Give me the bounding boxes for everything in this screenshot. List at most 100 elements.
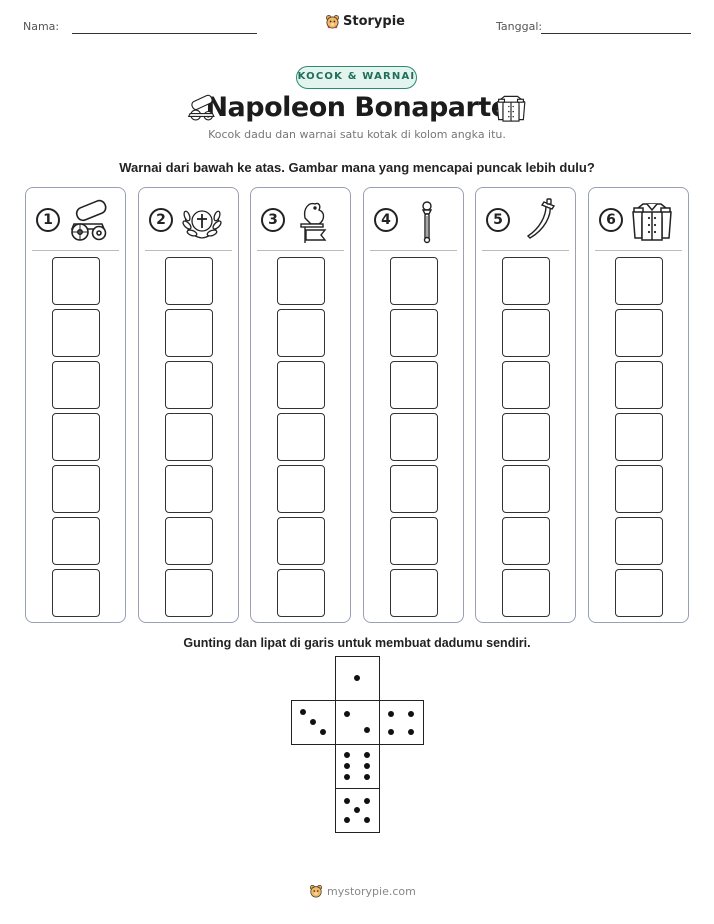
column-number: 1	[36, 208, 60, 232]
column-header: 2	[139, 188, 238, 250]
column-divider	[145, 250, 232, 251]
color-box[interactable]	[52, 309, 100, 357]
color-box[interactable]	[277, 517, 325, 565]
color-box[interactable]	[277, 569, 325, 617]
saber-icon	[526, 198, 556, 239]
title-row: Napoleon Bonaparte	[0, 92, 714, 123]
column-5: 5	[475, 187, 576, 623]
column-number: 2	[149, 208, 173, 232]
die-pip	[344, 798, 350, 804]
column-divider	[370, 250, 457, 251]
color-box[interactable]	[502, 569, 550, 617]
color-box[interactable]	[390, 465, 438, 513]
color-box[interactable]	[52, 465, 100, 513]
name-field[interactable]	[72, 33, 257, 34]
date-label: Tanggal:	[496, 20, 543, 33]
military-jacket-icon	[632, 203, 672, 241]
activity-badge: KOCOK & WARNAI	[296, 66, 417, 89]
color-box[interactable]	[615, 413, 663, 461]
footer-url[interactable]: mystorypie.com	[327, 884, 416, 898]
die-pip	[354, 675, 360, 681]
color-box[interactable]	[52, 517, 100, 565]
color-box[interactable]	[165, 465, 213, 513]
column-3: 3	[250, 187, 351, 623]
worksheet-header: Nama: Storypie Tanggal:	[0, 14, 714, 40]
column-4: 4	[363, 187, 464, 623]
military-jacket-icon	[496, 95, 526, 122]
color-box[interactable]	[502, 361, 550, 409]
color-box[interactable]	[390, 257, 438, 305]
color-box[interactable]	[390, 413, 438, 461]
color-box[interactable]	[165, 257, 213, 305]
color-box[interactable]	[502, 309, 550, 357]
color-box[interactable]	[390, 569, 438, 617]
die-pip	[364, 774, 370, 780]
column-number: 6	[599, 208, 623, 232]
date-field[interactable]	[541, 33, 691, 34]
color-box[interactable]	[615, 257, 663, 305]
die-pip	[354, 807, 360, 813]
color-box[interactable]	[277, 465, 325, 513]
die-pip	[344, 711, 350, 717]
cannon-icon	[70, 199, 107, 241]
color-box[interactable]	[615, 361, 663, 409]
footer: mystorypie.com	[309, 884, 416, 898]
color-box[interactable]	[615, 569, 663, 617]
color-box[interactable]	[390, 361, 438, 409]
color-box[interactable]	[502, 465, 550, 513]
column-header: 3	[251, 188, 350, 250]
color-box[interactable]	[52, 361, 100, 409]
color-box[interactable]	[615, 465, 663, 513]
color-box[interactable]	[165, 517, 213, 565]
die-face-1	[335, 656, 380, 701]
column-divider	[32, 250, 119, 251]
color-box[interactable]	[615, 309, 663, 357]
color-box[interactable]	[277, 309, 325, 357]
die-pip	[408, 711, 414, 717]
bear-icon	[326, 15, 339, 29]
subtitle: Kocok dadu dan warnai satu kotak di kolo…	[208, 128, 506, 141]
color-box[interactable]	[52, 569, 100, 617]
color-box[interactable]	[52, 257, 100, 305]
scepter-icon	[421, 201, 433, 244]
color-box[interactable]	[502, 517, 550, 565]
column-header: 5	[476, 188, 575, 250]
color-box[interactable]	[277, 361, 325, 409]
color-box[interactable]	[165, 361, 213, 409]
die-pip	[344, 763, 350, 769]
bear-icon	[309, 884, 323, 898]
column-header: 6	[589, 188, 688, 250]
column-header: 1	[26, 188, 125, 250]
die-pip	[320, 729, 326, 735]
die-pip	[310, 719, 316, 725]
color-box[interactable]	[390, 309, 438, 357]
cannon-icon	[187, 94, 215, 121]
column-number: 5	[486, 208, 510, 232]
cut-instruction: Gunting dan lipat di garis untuk membuat…	[183, 636, 531, 650]
column-1: 1	[25, 187, 126, 623]
color-box[interactable]	[502, 257, 550, 305]
color-box[interactable]	[165, 309, 213, 357]
color-box[interactable]	[52, 413, 100, 461]
color-box[interactable]	[502, 413, 550, 461]
die-pip	[364, 798, 370, 804]
color-box[interactable]	[615, 517, 663, 565]
name-label: Nama:	[23, 20, 60, 33]
die-pip	[388, 711, 394, 717]
storypie-logo: Storypie	[325, 14, 405, 29]
color-box[interactable]	[165, 413, 213, 461]
column-divider	[482, 250, 569, 251]
die-face-5	[335, 788, 380, 833]
color-box[interactable]	[277, 257, 325, 305]
laurel-wreath-icon	[182, 210, 222, 239]
color-box[interactable]	[165, 569, 213, 617]
eagle-standard-icon	[300, 202, 327, 243]
die-pip	[344, 774, 350, 780]
column-number: 3	[261, 208, 285, 232]
color-box[interactable]	[277, 413, 325, 461]
column-number: 4	[374, 208, 398, 232]
color-box[interactable]	[390, 517, 438, 565]
die-pip	[408, 729, 414, 735]
column-header: 4	[364, 188, 463, 250]
die-face-2	[335, 700, 380, 745]
